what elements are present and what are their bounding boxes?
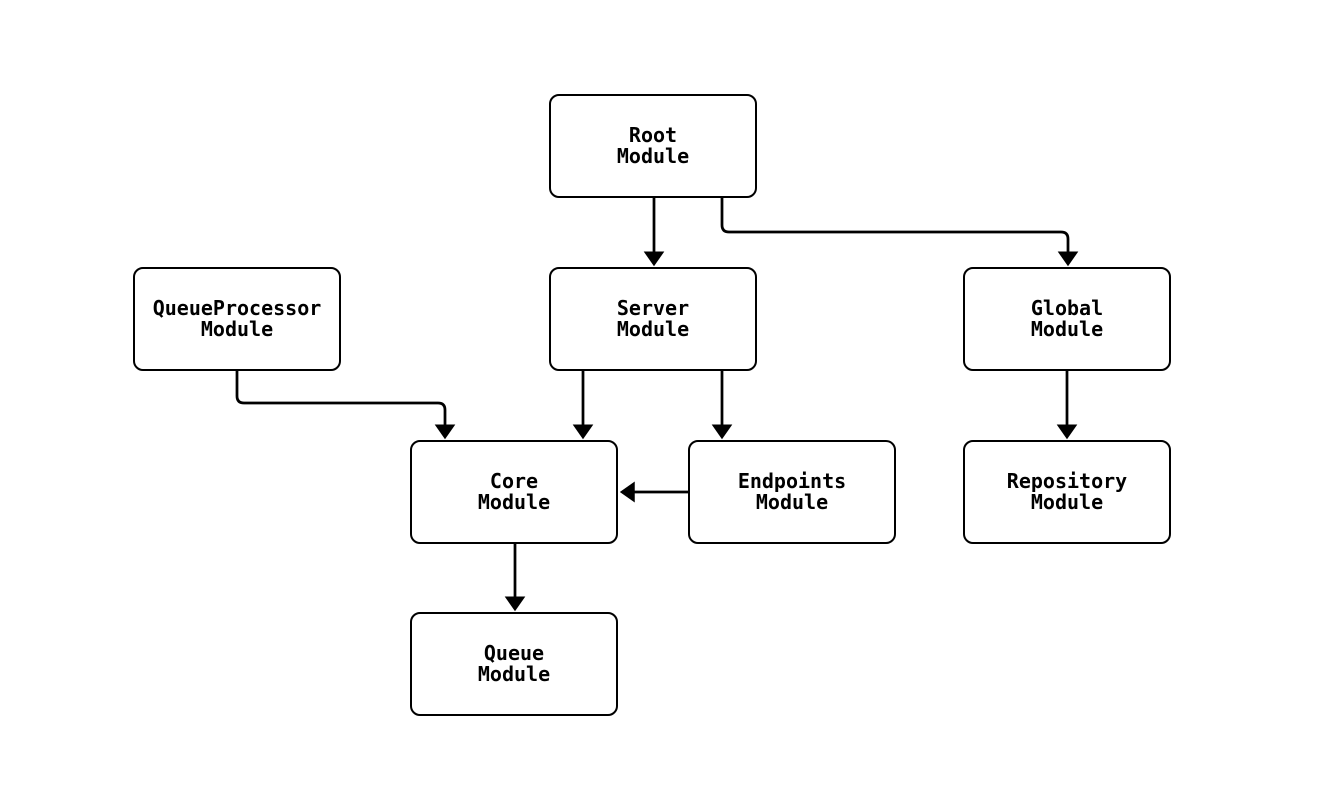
node-label-line: Repository <box>1006 468 1128 493</box>
node-global-module: Global Module <box>963 267 1171 371</box>
node-label: Queue Module <box>477 640 551 686</box>
node-label-line: Module <box>477 662 551 686</box>
node-core-module: Core Module <box>410 440 618 544</box>
node-label-line: Module <box>477 490 551 514</box>
node-root-module: Root Module <box>549 94 757 198</box>
node-label-line: Global <box>1030 295 1104 320</box>
node-label: Repository Module <box>1006 468 1128 514</box>
node-label-line: Module <box>200 317 274 341</box>
node-label: Endpoints Module <box>737 468 847 514</box>
node-label-line: Root <box>628 122 678 147</box>
node-label-line: Module <box>1030 490 1104 514</box>
node-queue-module: Queue Module <box>410 612 618 716</box>
node-label: Root Module <box>616 122 690 168</box>
node-queueprocessor-module: QueueProcessor Module <box>133 267 341 371</box>
node-label-line: QueueProcessor <box>152 295 322 320</box>
edge-root-to-global <box>720 198 1079 267</box>
node-label-line: Module <box>616 317 690 341</box>
node-label: Global Module <box>1030 295 1104 341</box>
node-label-line: Server <box>616 295 690 320</box>
node-endpoints-module: Endpoints Module <box>688 440 896 544</box>
node-label: Core Module <box>477 468 551 514</box>
node-label-line: Module <box>616 144 690 168</box>
node-repository-module: Repository Module <box>963 440 1171 544</box>
node-server-module: Server Module <box>549 267 757 371</box>
node-label: QueueProcessor Module <box>152 295 322 341</box>
node-label-line: Module <box>1030 317 1104 341</box>
edge-queueprocessor-to-core <box>235 371 456 440</box>
node-label: Server Module <box>616 295 690 341</box>
node-label-line: Queue <box>483 640 545 665</box>
node-label-line: Core <box>489 468 539 493</box>
node-label-line: Module <box>755 490 829 514</box>
node-label-line: Endpoints <box>737 468 847 493</box>
